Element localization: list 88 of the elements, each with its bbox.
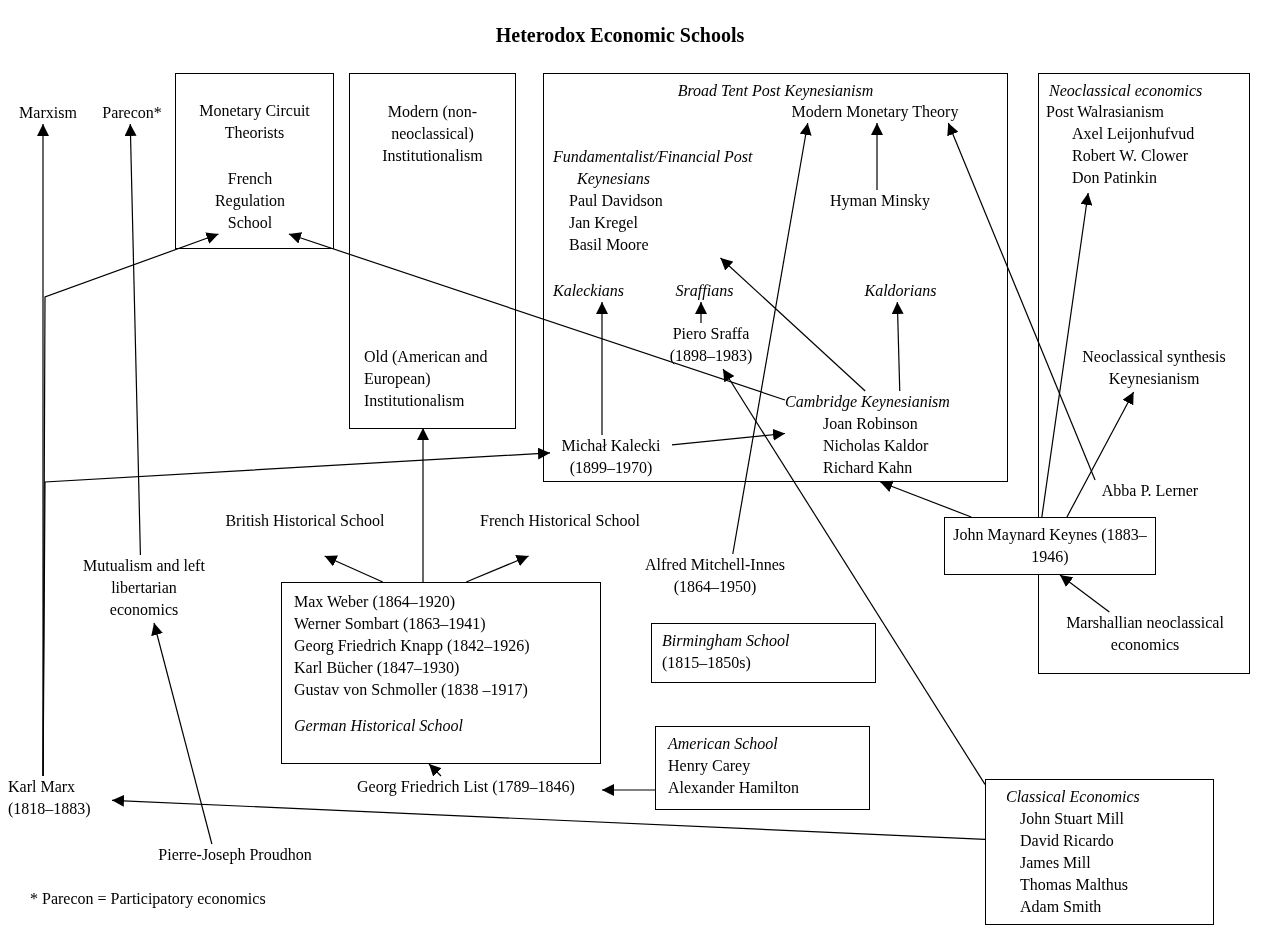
entry-text: Jan Kregel	[568, 213, 639, 234]
arrow	[596, 301, 608, 436]
school-label: Modern (non-neoclassical) Institutionalism	[352, 101, 513, 167]
school-box	[651, 623, 876, 683]
school-label: Abba P. Lerner	[1085, 480, 1215, 502]
school-label: Modern Monetary Theory	[765, 101, 985, 123]
school-label: Neoclassical synthesis Keynesianism	[1060, 346, 1248, 392]
arrow	[1041, 192, 1093, 518]
arrow	[879, 480, 972, 518]
entry-text: Adam Smith	[1019, 897, 1103, 917]
entry-text: Thomas Malthus	[1019, 875, 1129, 895]
group-heading: Fundamentalist/Financial Post Keynesians	[553, 147, 754, 190]
entry-text: Post Walrasianism	[1046, 102, 1165, 122]
arrow	[465, 555, 530, 583]
group-heading: Cambridge Keynesianism	[785, 392, 951, 413]
school-label: French Historical School	[480, 510, 640, 556]
group-heading: Neoclassical economics	[1049, 81, 1204, 101]
arrow	[671, 428, 786, 446]
entry-text: Monetary Circuit Theorists	[198, 101, 311, 143]
group-heading: American School	[668, 734, 779, 754]
arrow	[601, 784, 656, 796]
arrow	[417, 427, 429, 583]
school-label: Sraffians	[662, 280, 747, 302]
footnote-text: * Parecon = Participatory economics	[30, 889, 266, 910]
entry-text: Robert W. Clower	[1071, 146, 1189, 166]
school-box	[543, 73, 1008, 482]
arrow	[288, 232, 786, 401]
entry-text: James Mill	[1019, 853, 1092, 873]
arrow	[722, 368, 986, 786]
entry-text: David Ricardo	[1019, 831, 1115, 851]
entry-text: Don Patinkin	[1071, 168, 1158, 188]
arrow	[1066, 391, 1135, 518]
entry-text: Basil Moore	[568, 235, 650, 255]
arrow	[732, 122, 812, 555]
arrow	[719, 257, 866, 392]
school-label: French Regulation School	[195, 168, 305, 234]
entry-text: Paul Davidson	[568, 191, 664, 211]
group-heading: Broad Tent Post Keynesianism	[676, 81, 875, 102]
entry-text: Gustav von Schmoller (1838 –1917)	[294, 680, 529, 701]
entry-text: Max Weber (1864–1920)	[294, 592, 457, 613]
entry-text: Axel Leijonhufvud	[1071, 124, 1196, 145]
school-label: Kaldorians	[848, 280, 953, 302]
group-heading: German Historical School	[294, 716, 464, 736]
entry-text: Joan Robinson	[822, 414, 919, 434]
entry-text: Georg Friedrich Knapp (1842–1926)	[294, 636, 531, 657]
school-label: Kaleckians	[553, 280, 643, 302]
entry-text: Nicholas Kaldor	[822, 436, 930, 456]
arrow	[891, 301, 904, 392]
school-box	[944, 517, 1156, 575]
arrow	[1059, 574, 1110, 613]
school-label: Michał Kalecki (1899–1970)	[550, 435, 672, 481]
entry-text: (1815–1850s)	[662, 653, 752, 674]
school-label: Mutualism and left libertarian economics	[83, 555, 205, 623]
diagram-title: Heterodox Economic Schools	[494, 24, 746, 46]
arrow	[324, 555, 384, 583]
entry-text: Werner Sombart (1863–1941)	[294, 614, 487, 635]
group-heading: Classical Economics	[1006, 787, 1141, 807]
school-label: Marshallian neoclassical economics	[1050, 612, 1240, 658]
arrow	[124, 123, 141, 556]
school-label: Piero Sraffa (1898–1983)	[652, 323, 770, 369]
school-box	[655, 726, 870, 810]
entry-text: John Maynard Keynes (1883–1946)	[952, 525, 1148, 567]
entry-text: Richard Kahn	[822, 458, 914, 478]
arrow	[695, 301, 707, 324]
school-label: Alfred Mitchell-Innes (1864–1950)	[635, 554, 795, 600]
school-box	[175, 73, 334, 249]
school-label: Georg Friedrich List (1789–1846)	[330, 776, 602, 798]
school-label: Marxism	[8, 102, 88, 124]
school-label: Hyman Minsky	[810, 190, 950, 212]
arrow	[151, 622, 213, 845]
arrow	[871, 122, 883, 191]
school-box	[985, 779, 1214, 925]
school-box	[349, 73, 516, 429]
school-box	[281, 582, 601, 764]
entry-text: Henry Carey	[668, 756, 752, 777]
school-label: Pierre-Joseph Proudhon	[135, 844, 335, 866]
arrow	[428, 763, 442, 777]
group-heading: Birmingham School	[662, 631, 791, 652]
entry-text: John Stuart Mill	[1019, 809, 1125, 829]
school-label: British Historical School	[225, 510, 385, 556]
school-label: Parecon*	[92, 102, 172, 124]
school-label: Old (American and European) Institutionalism	[364, 346, 492, 428]
arrow	[947, 122, 1096, 481]
arrow	[111, 794, 986, 840]
entry-text: Alexander Hamilton	[668, 778, 801, 798]
school-label: Karl Marx (1818–1883)	[8, 776, 112, 822]
entry-text: Karl Bücher (1847–1930)	[294, 658, 461, 679]
arrow	[42, 447, 551, 777]
